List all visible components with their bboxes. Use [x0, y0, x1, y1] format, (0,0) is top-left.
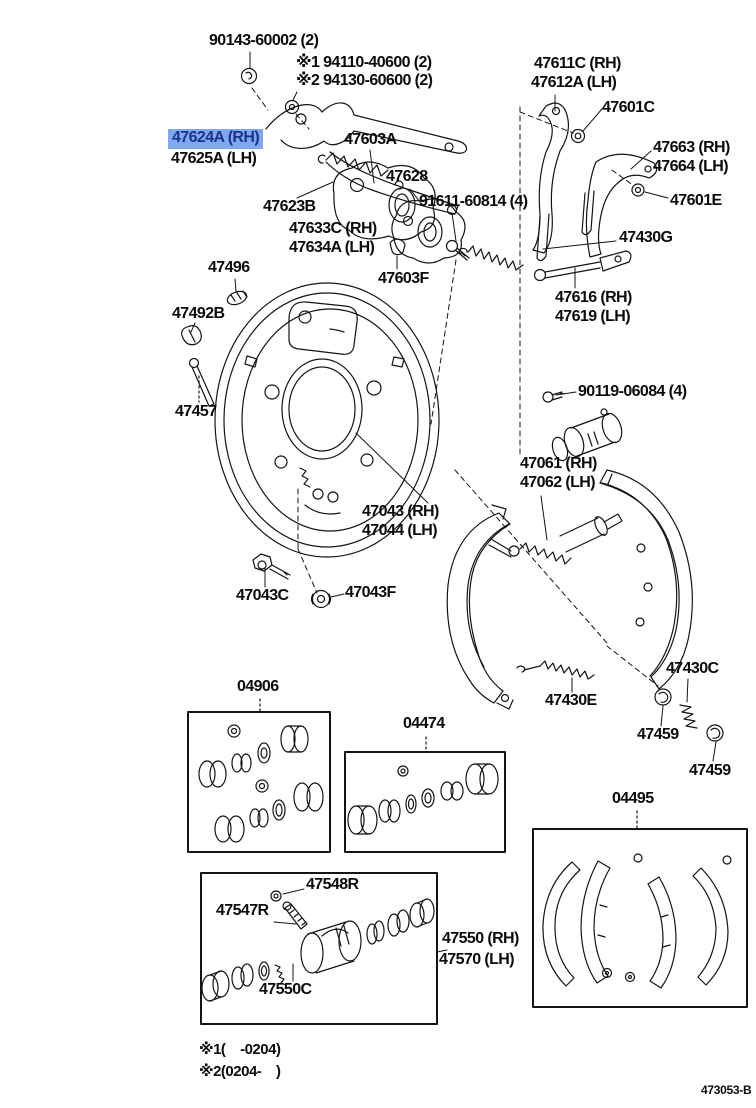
kit-04474-parts-drawing [347, 763, 499, 835]
part-label-94130[interactable]: ※2 94130-60600 (2) [296, 72, 433, 89]
brake-shoe-right-drawing [599, 469, 693, 690]
part-label-47459b[interactable]: 47459 [689, 762, 731, 779]
strut-links-drawing [536, 190, 595, 262]
bolt-90119-drawing [542, 391, 565, 403]
part-label-47612a[interactable]: 47612A (LH) [531, 74, 617, 91]
part-label-47601c[interactable]: 47601C [602, 99, 655, 116]
part-label-04495[interactable]: 04495 [612, 790, 654, 807]
kit-box-04495 [532, 828, 748, 1008]
adjuster-rod-47616-drawing [533, 250, 632, 282]
part-label-47496[interactable]: 47496 [208, 259, 250, 276]
part-label-47550c[interactable]: 47550C [259, 981, 312, 998]
spring-47430E-drawing [516, 660, 595, 680]
bolt-47601C-drawing [570, 128, 586, 144]
brake-shoe-left-drawing [446, 504, 514, 710]
part-label-47430c[interactable]: 47430C [666, 660, 719, 677]
kit-wheel-cylinder-parts-drawing [201, 890, 435, 1002]
backing-plate-drawing [214, 282, 440, 558]
footnote-note1: ※1( -0204) [199, 1041, 281, 1058]
part-label-47062[interactable]: 47062 (LH) [520, 474, 596, 491]
bolt-47603F-drawing [389, 238, 406, 256]
part-label-47430g[interactable]: 47430G [619, 229, 673, 246]
clip-47492B-drawing [181, 325, 202, 346]
spring-47430G-drawing [458, 245, 524, 271]
part-label-47624a[interactable]: 47624A (RH) [168, 129, 264, 149]
kit-box-wheel-cylinder [200, 872, 438, 1025]
part-label-47603f[interactable]: 47603F [378, 270, 429, 287]
spring-47430C-drawing [679, 704, 698, 729]
bolt-47601E-drawing [631, 183, 645, 197]
part-label-47623b[interactable]: 47623B [263, 198, 316, 215]
adjuster-strut-spring-drawing [488, 513, 623, 565]
part-label-47628[interactable]: 47628 [386, 168, 428, 185]
kit-04495-parts-drawing [542, 853, 732, 989]
part-label-47547r[interactable]: 47547R [216, 902, 269, 919]
part-label-47619[interactable]: 47619 (LH) [555, 308, 631, 325]
washer-47459a-drawing [654, 688, 672, 706]
part-label-47550[interactable]: 47550 (RH) [442, 930, 519, 947]
kit-04906-parts-drawing [198, 724, 324, 843]
part-label-47492b[interactable]: 47492B [172, 305, 225, 322]
part-label-47625a[interactable]: 47625A (LH) [171, 150, 257, 167]
part-label-90143[interactable]: 90143-60002 (2) [209, 32, 319, 49]
part-label-47043f[interactable]: 47043F [345, 584, 396, 601]
bolt-47043C-drawing [252, 553, 291, 580]
part-label-47430e[interactable]: 47430E [545, 692, 597, 709]
part-label-47663[interactable]: 47663 (RH) [653, 139, 730, 156]
assembly-dashed-lines [251, 87, 659, 687]
part-label-91611[interactable]: 91611-60814 (4) [419, 193, 528, 210]
part-label-04906[interactable]: 04906 [237, 678, 279, 695]
part-label-47616[interactable]: 47616 (RH) [555, 289, 632, 306]
part-label-04474[interactable]: 04474 [403, 715, 445, 732]
part-label-47043[interactable]: 47043 (RH) [362, 503, 439, 520]
kit-box-04474 [344, 751, 506, 853]
kit-dotted-leaders [259, 698, 638, 829]
part-label-47603a[interactable]: 47603A [344, 131, 397, 148]
lever-47611C-drawing [532, 102, 570, 254]
housing-47603A-drawing [332, 161, 436, 241]
footnote-note2: ※2(0204- ) [199, 1063, 281, 1080]
bolt-91611-drawing [445, 239, 470, 261]
kit-box-04906 [187, 711, 331, 853]
grommet-47043F-drawing [310, 589, 332, 609]
part-label-47601e[interactable]: 47601E [670, 192, 722, 209]
grommet-47496-drawing [226, 290, 248, 306]
part-label-47043c[interactable]: 47043C [236, 587, 289, 604]
part-label-47044[interactable]: 47044 (LH) [362, 522, 438, 539]
lever-47663-drawing [585, 153, 658, 258]
part-label-47634a[interactable]: 47634A (LH) [289, 239, 375, 256]
pin-47457-drawing [188, 357, 215, 407]
part-label-94110[interactable]: ※1 94110-40600 (2) [296, 54, 432, 71]
parking-brake-lever-drawing [265, 102, 468, 216]
part-label-90119[interactable]: 90119-06084 (4) [578, 383, 687, 400]
part-label-47061[interactable]: 47061 (RH) [520, 455, 597, 472]
part-label-47611c[interactable]: 47611C (RH) [534, 55, 621, 72]
part-label-47459a[interactable]: 47459 [637, 726, 679, 743]
part-label-47664[interactable]: 47664 (LH) [653, 158, 729, 175]
nut-90143-drawing [240, 67, 258, 85]
drawing-code: 473053-B [701, 1083, 752, 1097]
washer-47459b-drawing [706, 724, 724, 742]
wheel-cylinder-47061-drawing [551, 408, 623, 462]
part-label-47457[interactable]: 47457 [175, 403, 217, 420]
leader-lines [190, 51, 717, 982]
part-label-47548r[interactable]: 47548R [306, 876, 359, 893]
part-label-47633c[interactable]: 47633C (RH) [289, 220, 377, 237]
part-label-47570[interactable]: 47570 (LH) [439, 951, 515, 968]
